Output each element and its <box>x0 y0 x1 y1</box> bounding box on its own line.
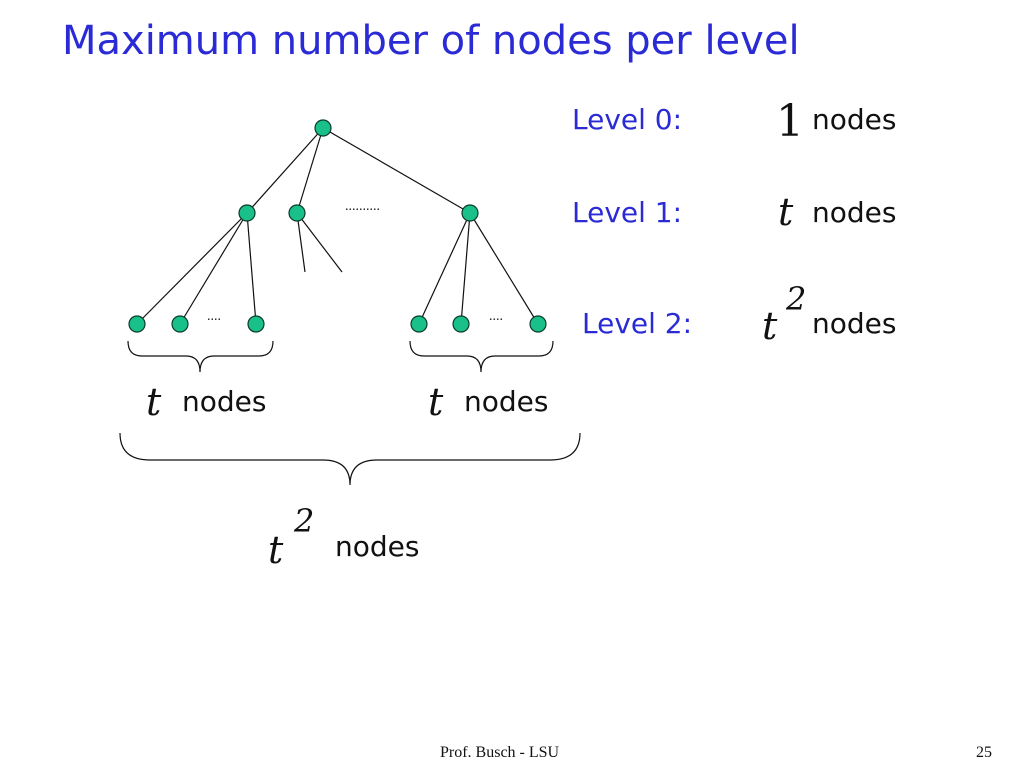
edge-root-a <box>246 127 324 214</box>
edge-c-3 <box>469 212 539 325</box>
total-brace <box>119 432 581 486</box>
right-group-math: t <box>428 380 444 424</box>
total-unit: nodes <box>335 530 420 563</box>
node-level1-c <box>461 204 479 222</box>
edge-c-2 <box>460 212 471 325</box>
footer-author: Prof. Busch - LSU <box>440 744 560 761</box>
node-level2-c2 <box>452 315 470 333</box>
level2-label: Level 2: <box>582 307 693 340</box>
node-level2-c1 <box>410 315 428 333</box>
node-level2-c3 <box>529 315 547 333</box>
tree-nodes <box>128 119 547 333</box>
level0-label: Level 0: <box>572 103 683 136</box>
node-level1-b <box>288 204 306 222</box>
braces <box>119 340 581 486</box>
total-exponent: 2 <box>294 502 315 540</box>
total-math: t <box>268 528 284 572</box>
ellipsis-right-group: .... <box>489 309 503 324</box>
node-level1-a <box>238 204 256 222</box>
left-group-math: t <box>146 380 162 424</box>
node-level2-a2 <box>171 315 189 333</box>
tree-edges <box>136 127 539 325</box>
edge-root-b <box>296 127 324 214</box>
edge-root-c <box>322 127 471 214</box>
edge-a-2 <box>179 212 248 325</box>
slide-title: Maximum number of nodes per level <box>62 18 800 64</box>
level0-value: 1 <box>776 96 804 147</box>
level1-unit: nodes <box>812 196 897 229</box>
level2-exponent: 2 <box>786 280 807 318</box>
right-group-brace <box>409 340 554 373</box>
level1-label: Level 1: <box>572 196 683 229</box>
node-level2-a3 <box>247 315 265 333</box>
edge-b-stub-1 <box>296 212 306 273</box>
ellipsis-level1: .......... <box>345 199 380 214</box>
left-group-unit: nodes <box>182 385 267 418</box>
edge-a-3 <box>246 212 257 325</box>
footer-page-number: 25 <box>976 744 992 761</box>
level2-value: t <box>762 304 778 348</box>
level1-value: t <box>778 190 794 234</box>
left-group-brace <box>127 340 274 373</box>
edge-b-stub-2 <box>296 212 343 273</box>
edge-c-1 <box>418 212 471 325</box>
right-group-unit: nodes <box>464 385 549 418</box>
level2-unit: nodes <box>812 307 897 340</box>
node-root <box>314 119 332 137</box>
edge-a-1 <box>136 212 248 325</box>
ellipsis-left-group: .... <box>207 309 221 324</box>
node-level2-a1 <box>128 315 146 333</box>
level0-unit: nodes <box>812 103 897 136</box>
